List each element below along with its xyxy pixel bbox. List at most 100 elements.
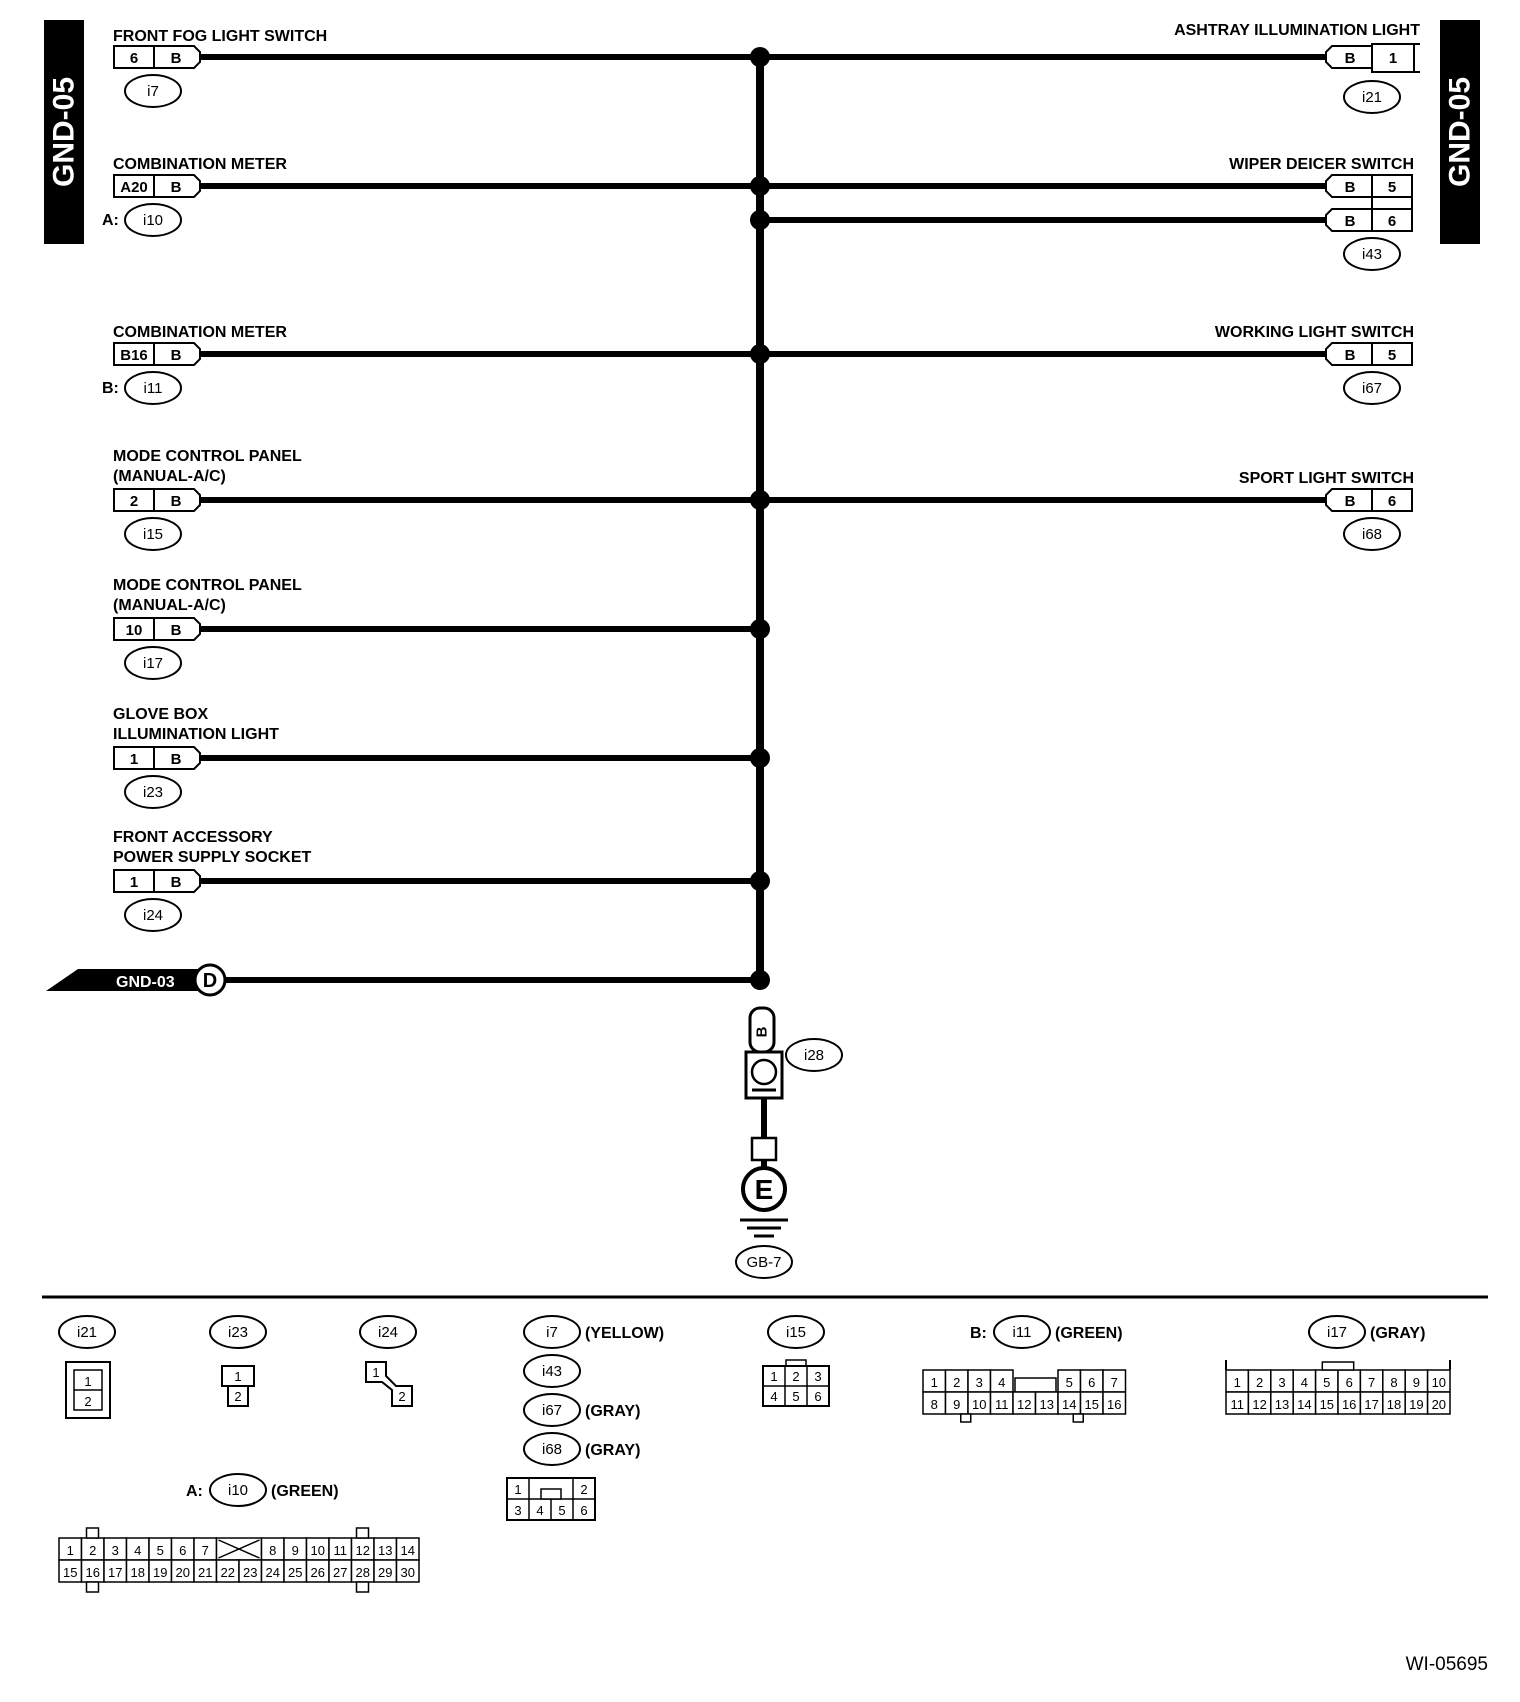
wire-color: B — [171, 179, 182, 196]
connector-id: i67 — [1362, 380, 1382, 397]
pin-label: 5 — [1066, 1375, 1073, 1390]
pin-label: 3 — [112, 1543, 119, 1558]
connector-color: (GRAY) — [585, 1442, 640, 1459]
pin-number: 1 — [130, 751, 138, 768]
pin-number: 2 — [130, 493, 138, 510]
pin-label: 6 — [814, 1389, 821, 1404]
pin-number: 5 — [1388, 347, 1396, 364]
pin-label: 6 — [1346, 1375, 1353, 1390]
pin-label: 13 — [1040, 1397, 1054, 1412]
pin-label: 11 — [995, 1397, 1009, 1412]
left-side-tab: GND-05 — [44, 20, 84, 244]
pin-label: 3 — [514, 1503, 521, 1518]
gnd03-link: GND-03 D — [46, 963, 760, 997]
pin-label: 1 — [1234, 1375, 1241, 1390]
left-item-glove-box-illumination-light: GLOVE BOX ILLUMINATION LIGHT 1 B i23 — [113, 706, 760, 809]
wire-color: B — [171, 493, 182, 510]
pin-number: 6 — [1388, 493, 1396, 510]
pin-label: 1 — [770, 1369, 777, 1384]
pin-number: 5 — [1388, 179, 1396, 196]
ground-symbol: E — [755, 1174, 774, 1205]
pin-label: 1 — [931, 1375, 938, 1390]
pin-label: 5 — [792, 1389, 799, 1404]
connector-id: i24 — [378, 1324, 398, 1341]
pin-label: 11 — [334, 1543, 348, 1558]
item-name-line-2: (MANUAL-A/C) — [113, 468, 226, 485]
wire-color: B — [754, 1026, 771, 1037]
junction-dots — [750, 47, 770, 990]
pin-label: 22 — [221, 1565, 235, 1580]
pin-label: 28 — [356, 1565, 370, 1580]
pin-number: 6 — [130, 50, 138, 67]
connector-id: i21 — [1362, 89, 1382, 106]
item-name: SPORT LIGHT SWITCH — [1239, 470, 1414, 487]
pin-label: 14 — [1062, 1397, 1076, 1412]
connector-id: i23 — [228, 1324, 248, 1341]
wire-color: B — [171, 874, 182, 891]
pin-label: 17 — [1364, 1397, 1378, 1412]
connector-id: i15 — [786, 1324, 806, 1341]
pin-label: 20 — [176, 1565, 190, 1580]
pin-label: 2 — [89, 1543, 96, 1558]
pin-label: 15 — [63, 1565, 77, 1580]
left-item-front-fog-light-switch: FRONT FOG LIGHT SWITCH 6 B i7 — [113, 28, 760, 108]
pin-label: 4 — [998, 1375, 1005, 1390]
pin-label: 4 — [770, 1389, 777, 1404]
connector-id: i21 — [77, 1324, 97, 1341]
item-name-line-2: (MANUAL-A/C) — [113, 597, 226, 614]
wire-color: B — [1345, 50, 1356, 67]
pin-label: 9 — [292, 1543, 299, 1558]
pin-label: 11 — [1230, 1397, 1244, 1412]
pin-label: 2 — [84, 1394, 91, 1409]
item-name: WIPER DEICER SWITCH — [1229, 156, 1414, 173]
pin-label: 5 — [1323, 1375, 1330, 1390]
pin-label: 27 — [333, 1565, 347, 1580]
legend-connector-i23: i23 1 2 — [209, 1315, 267, 1407]
pin-label: 3 — [1278, 1375, 1285, 1390]
pin-label: 1 — [67, 1543, 74, 1558]
right-item-sport-light-switch: SPORT LIGHT SWITCH B 6 i68 — [760, 470, 1414, 551]
pin-number: 1 — [130, 874, 138, 891]
pin-cell — [395, 1559, 420, 1583]
pin-label: 7 — [1368, 1375, 1375, 1390]
connector-id: i10 — [143, 212, 163, 229]
pin-label: 4 — [134, 1543, 141, 1558]
item-name-line-2: POWER SUPPLY SOCKET — [113, 849, 311, 866]
connector-id: i43 — [1362, 246, 1382, 263]
wire-color: B — [1345, 179, 1356, 196]
item-name-line-2: ILLUMINATION LIGHT — [113, 726, 279, 743]
connector-id: i28 — [804, 1047, 824, 1064]
pin-label: 2 — [1256, 1375, 1263, 1390]
pin-label: 10 — [311, 1543, 325, 1558]
connector-id: i68 — [542, 1441, 562, 1458]
item-name: ASHTRAY ILLUMINATION LIGHT — [1174, 22, 1420, 39]
gnd03-code: D — [203, 970, 217, 992]
item-name: COMBINATION METER — [113, 156, 287, 173]
legend-connector-i15: i15 1 2 3 4 5 6 — [762, 1315, 830, 1407]
wire-color: B — [171, 751, 182, 768]
legend-connector-i24: i24 1 2 — [359, 1315, 417, 1407]
item-name: COMBINATION METER — [113, 324, 287, 341]
pin-label: 2 — [953, 1375, 960, 1390]
item-name-line-1: GLOVE BOX — [113, 706, 208, 723]
connector-id: i67 — [542, 1402, 562, 1419]
left-item-front-accessory-power-supply-socket: FRONT ACCESSORY POWER SUPPLY SOCKET 1 B … — [113, 829, 760, 932]
pin-label: 19 — [153, 1565, 167, 1580]
pin-label: 16 — [1342, 1397, 1356, 1412]
pin-number: 1 — [1389, 50, 1397, 67]
pin-number: 10 — [126, 622, 143, 639]
connector-id: i11 — [144, 380, 163, 397]
pin-number: A20 — [120, 179, 148, 196]
connector-id: i15 — [143, 526, 163, 543]
pin-label: 26 — [311, 1565, 325, 1580]
pin-label: 6 — [580, 1503, 587, 1518]
pin-label: 1 — [372, 1365, 379, 1380]
pin-label: 19 — [1409, 1397, 1423, 1412]
pin-label: 3 — [976, 1375, 983, 1390]
